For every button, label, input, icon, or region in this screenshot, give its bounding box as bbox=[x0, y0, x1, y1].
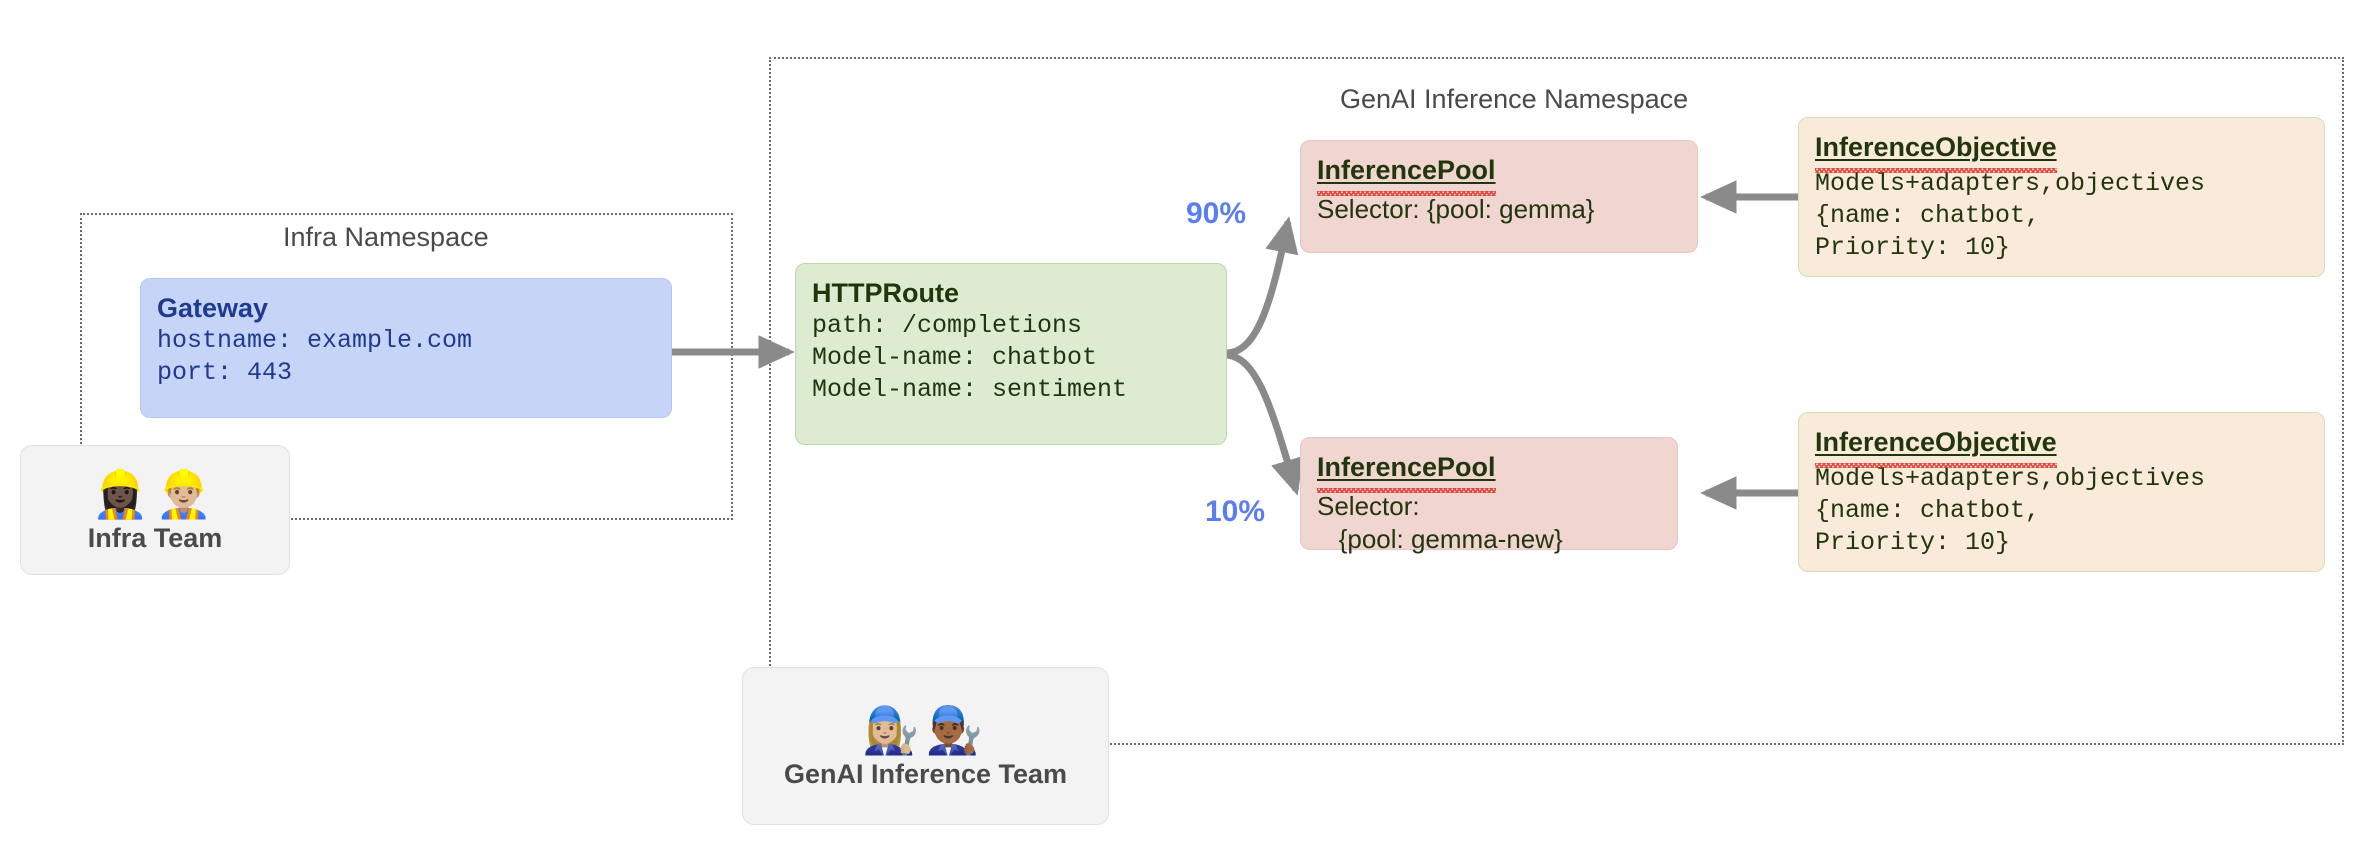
node-httproute[interactable]: HTTPRoute path: /completions Model-name:… bbox=[795, 263, 1227, 445]
gateway-hostname: hostname: example.com bbox=[157, 326, 473, 355]
inferenceobjective-bottom-name: {name: chatbot, bbox=[1815, 496, 2041, 525]
namespace-infra bbox=[80, 213, 733, 520]
inferencepool-gemma-new-selector-label: Selector: bbox=[1317, 491, 1420, 521]
team-card-infra[interactable]: 👷🏿‍♀️👷🏼‍♂️ Infra Team bbox=[20, 445, 290, 575]
traffic-split-label-10: 10% bbox=[1205, 495, 1266, 528]
httproute-path: path: /completions bbox=[812, 311, 1083, 340]
namespace-infra-label: Infra Namespace bbox=[283, 222, 489, 252]
inferenceobjective-top-models: Models+adapters,objectives bbox=[1815, 169, 2206, 198]
node-inferenceobjective-top[interactable]: InferenceObjective Models+adapters,objec… bbox=[1798, 117, 2325, 277]
infra-team-avatars: 👷🏿‍♀️👷🏼‍♂️ bbox=[91, 466, 219, 521]
gateway-port: port: 443 bbox=[157, 358, 293, 387]
httproute-model-name-sentiment: Model-name: sentiment bbox=[812, 375, 1128, 404]
spellcheck-underline-icon: InferenceObjective bbox=[1815, 427, 2057, 468]
namespace-genai-label: GenAI Inference Namespace bbox=[1340, 84, 1689, 114]
inferencepool-gemma-title: InferencePool bbox=[1317, 153, 1681, 196]
node-inferenceobjective-bottom[interactable]: InferenceObjective Models+adapters,objec… bbox=[1798, 412, 2325, 572]
inferencepool-gemma-selector: Selector: {pool: gemma} bbox=[1317, 194, 1595, 224]
node-inferencepool-gemma[interactable]: InferencePool Selector: {pool: gemma} bbox=[1300, 140, 1698, 253]
spellcheck-underline-icon: InferencePool bbox=[1317, 155, 1496, 196]
genai-team-avatars: 👩🏼‍🔧👨🏾‍🔧 bbox=[862, 702, 989, 757]
inferenceobjective-bottom-models: Models+adapters,objectives bbox=[1815, 464, 2206, 493]
spellcheck-underline-icon: InferencePool bbox=[1317, 452, 1496, 493]
node-gateway[interactable]: Gateway hostname: example.com port: 443 bbox=[140, 278, 672, 418]
gateway-title: Gateway bbox=[157, 293, 269, 323]
inferenceobjective-top-name: {name: chatbot, bbox=[1815, 201, 2041, 230]
inferencepool-gemma-new-selector-value: {pool: gemma-new} bbox=[1317, 524, 1563, 554]
namespace-genai bbox=[769, 57, 2344, 745]
httproute-model-name-chatbot: Model-name: chatbot bbox=[812, 343, 1098, 372]
traffic-split-label-90: 90% bbox=[1186, 197, 1247, 230]
team-card-genai[interactable]: 👩🏼‍🔧👨🏾‍🔧 GenAI Inference Team bbox=[742, 667, 1109, 825]
httproute-title: HTTPRoute bbox=[812, 278, 959, 308]
genai-team-label: GenAI Inference Team bbox=[783, 758, 1068, 789]
spellcheck-underline-icon: InferenceObjective bbox=[1815, 132, 2057, 173]
inferenceobjective-top-title: InferenceObjective bbox=[1815, 130, 2308, 173]
inferenceobjective-bottom-title: InferenceObjective bbox=[1815, 425, 2308, 468]
node-inferencepool-gemma-new[interactable]: InferencePool Selector: {pool: gemma-new… bbox=[1300, 437, 1678, 554]
inferencepool-gemma-new-title: InferencePool bbox=[1317, 450, 1661, 493]
infra-team-label: Infra Team bbox=[87, 522, 223, 553]
inferenceobjective-bottom-priority: Priority: 10} bbox=[1815, 528, 2011, 557]
inferenceobjective-top-priority: Priority: 10} bbox=[1815, 233, 2011, 262]
